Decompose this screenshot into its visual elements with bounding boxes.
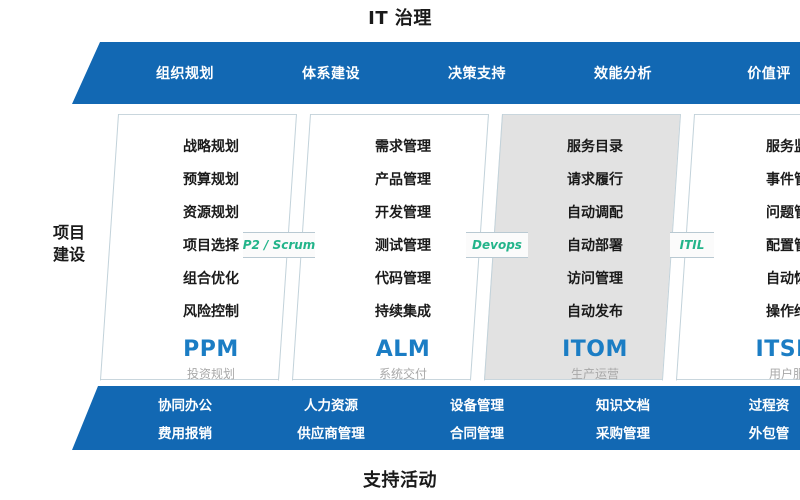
pillar-item[interactable]: 资源规划 [183,204,239,221]
governance-item-1[interactable]: 体系建设 [302,66,360,82]
support-item[interactable]: 协同办公 [158,398,212,414]
support-item[interactable]: 过程资 [748,398,790,414]
pillar-acronym: ITOM [562,337,628,363]
support-row-2: 费用报销 供应商管理 合同管理 采购管理 外包管 [72,418,800,446]
governance-banner: 组织规划 体系建设 决策支持 效能分析 价值评 [72,42,800,104]
support-item[interactable]: 人力资源 [304,398,358,414]
pillar-item[interactable]: 访问管理 [567,271,623,288]
pillar-item[interactable]: 战略规划 [183,138,239,155]
governance-banner-shape [72,42,800,104]
pillar-acronym: ITSM [755,337,800,363]
side-label-line2: 建设 [52,244,85,264]
pillar-item[interactable]: 预算规划 [183,171,239,188]
pillar-item[interactable]: 事件管 [766,171,800,188]
pillar-item[interactable]: 风险控制 [183,304,239,321]
pillar-subtitle: 用户服 [768,367,800,382]
support-banner: 协同办公 人力资源 设备管理 知识文档 过程资 费用报销 供应商管理 合同管理 … [72,386,800,450]
connector-itil[interactable]: ITIL [670,232,714,258]
support-item[interactable]: 外包管 [748,426,790,442]
pillar-item[interactable]: 自动部署 [567,238,623,255]
support-item[interactable]: 采购管理 [596,426,650,442]
pillar-item[interactable]: 需求管理 [375,138,431,155]
side-label: 项目 建设 [36,222,102,265]
pillar-acronym: ALM [375,337,431,363]
pillar-item[interactable]: 代码管理 [375,271,431,288]
pillar-item[interactable]: 组合优化 [183,271,239,288]
governance-item-0[interactable]: 组织规划 [156,66,214,82]
pillar-item[interactable]: 自动恢 [766,271,800,288]
bottom-title: 支持活动 [363,470,437,491]
support-banner-shape [72,386,800,450]
pillar-item[interactable]: 服务监 [766,138,800,155]
pillar-item[interactable]: 请求履行 [567,171,623,188]
governance-item-2[interactable]: 决策支持 [448,66,506,82]
pillar-subtitle: 生产运营 [570,367,619,382]
support-item[interactable]: 知识文档 [596,398,650,414]
pillar-subtitle: 投资规划 [186,367,235,382]
support-row-1: 协同办公 人力资源 设备管理 知识文档 过程资 [72,390,800,418]
pillar-item[interactable]: 自动调配 [567,204,623,221]
support-item[interactable]: 合同管理 [450,426,504,442]
pillar-itsm-body: 服务监 事件管 问题管 配置管 自动恢 操作维 ITSM 用户服 [676,114,800,380]
pillar-item[interactable]: 配置管 [766,238,800,255]
pillar-item[interactable]: 产品管理 [375,171,431,188]
pillar-acronym: PPM [183,337,239,363]
governance-item-4[interactable]: 价值评 [747,66,791,82]
connector-devops[interactable]: Devops [466,232,528,258]
connector-p2-scrum[interactable]: P2 / Scrum [243,232,315,258]
pillar-ppm-body: 战略规划 预算规划 资源规划 项目选择 组合优化 风险控制 PPM 投资规划 [100,114,296,380]
pillar-subtitle: 系统交付 [378,367,427,382]
pillar-alm[interactable]: 需求管理 产品管理 开发管理 测试管理 代码管理 持续集成 ALM 系统交付 [292,114,489,381]
pillar-item[interactable]: 测试管理 [375,238,431,255]
governance-item-3[interactable]: 效能分析 [594,66,652,82]
pillar-item[interactable]: 服务目录 [567,138,623,155]
pillar-item[interactable]: 操作维 [766,304,800,321]
pillar-itom-body: 服务目录 请求履行 自动调配 自动部署 访问管理 自动发布 ITOM 生产运营 [484,114,680,380]
support-item[interactable]: 费用报销 [158,426,212,442]
side-label-line1: 项目 [52,223,85,242]
pillar-item[interactable]: 项目选择 [183,238,239,255]
support-item[interactable]: 供应商管理 [297,426,365,442]
pillar-alm-body: 需求管理 产品管理 开发管理 测试管理 代码管理 持续集成 ALM 系统交付 [292,114,488,380]
pillar-item[interactable]: 问题管 [766,204,800,221]
support-item[interactable]: 设备管理 [450,398,504,414]
pillar-item[interactable]: 持续集成 [375,304,431,321]
pillar-item[interactable]: 自动发布 [567,304,623,321]
page-title: IT 治理 [368,8,432,29]
pillar-item[interactable]: 开发管理 [375,204,431,221]
